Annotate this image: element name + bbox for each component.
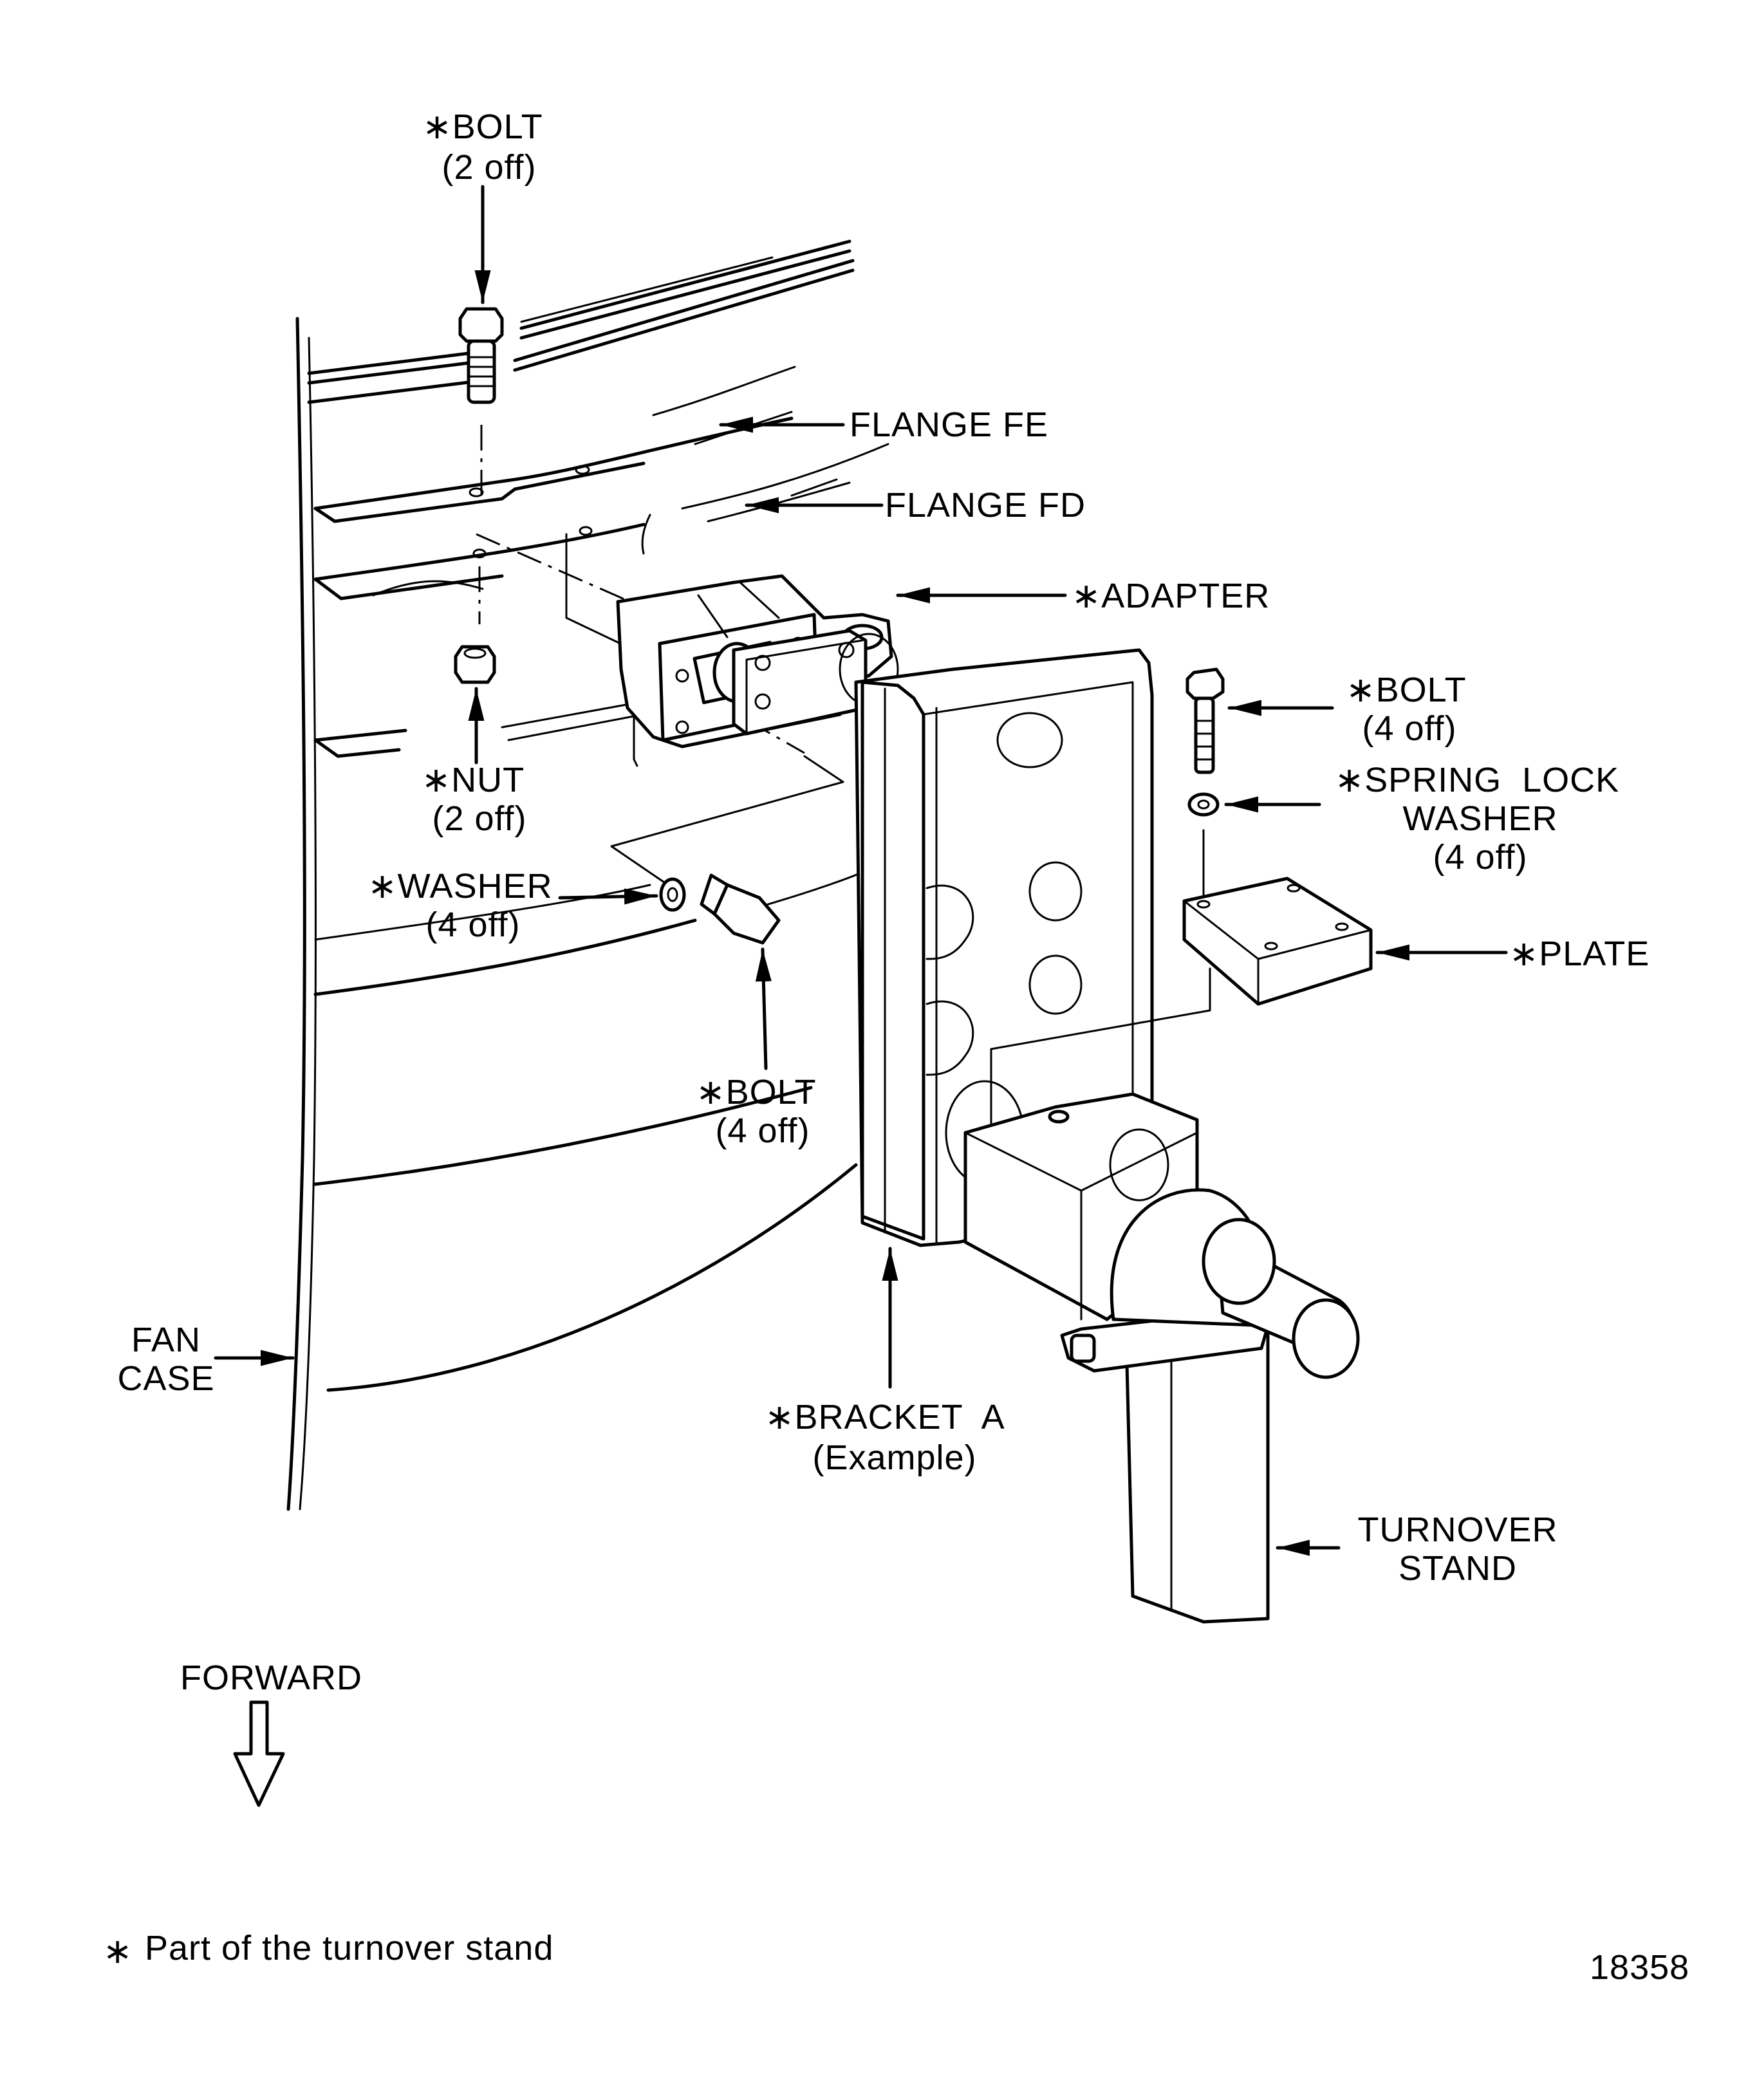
- label-bolt-lower-qty: (4 off): [715, 1111, 810, 1150]
- bolt-lower: [700, 873, 781, 945]
- bolt-right: [1185, 667, 1225, 774]
- flange-fe: [307, 239, 855, 523]
- spring-lock-washer: [1187, 792, 1220, 902]
- label-washer-qty: (4 off): [425, 906, 520, 944]
- nut: [454, 645, 496, 684]
- label-turnover: TURNOVER: [1357, 1510, 1557, 1549]
- label-bolt-top-qty: (2 off): [442, 148, 536, 187]
- label-washer: ∗WASHER: [367, 867, 552, 906]
- label-bolt-lower: ∗BOLT: [696, 1073, 816, 1111]
- label-nut-qty: (2 off): [432, 799, 526, 838]
- bracket-a: [854, 648, 1154, 1247]
- label-bracket-a: ∗BRACKET A: [765, 1398, 1005, 1436]
- label-spring-lock-washer-2: WASHER: [1402, 799, 1557, 838]
- label-nut: ∗NUT: [422, 761, 525, 799]
- label-flange-fe: FLANGE FE: [850, 405, 1048, 444]
- washer: [659, 877, 686, 912]
- footnote-text: Part of the turnover stand: [145, 1929, 553, 1967]
- fan-case: [286, 317, 864, 1511]
- flange-fd: [313, 443, 889, 600]
- lower-flange: [313, 700, 645, 758]
- label-bolt-right-qty: (4 off): [1362, 709, 1456, 748]
- figure-number: 18358: [1590, 1948, 1689, 1987]
- label-bolt-top: ∗BOLT: [422, 107, 543, 146]
- label-plate: ∗PLATE: [1509, 934, 1650, 973]
- label-bracket-a-qty: (Example): [812, 1438, 976, 1477]
- plate: [990, 877, 1373, 1124]
- mount-block: [732, 629, 899, 736]
- label-spring-lock-washer-qty: (4 off): [1433, 838, 1527, 877]
- hollow-down-arrow-icon: [233, 1700, 285, 1807]
- label-forward: FORWARD: [180, 1659, 362, 1697]
- leader-arrows: [214, 185, 1508, 1556]
- label-flange-fd: FLANGE FD: [885, 486, 1086, 525]
- turnover-stand: [1060, 1128, 1360, 1624]
- label-case: CASE: [117, 1359, 214, 1398]
- footnote-marker: ∗: [103, 1932, 133, 1971]
- bolt-top: [458, 307, 504, 496]
- label-bolt-right: ∗BOLT: [1346, 671, 1466, 709]
- label-fan: FAN: [131, 1321, 201, 1359]
- leader-bolt-lower: [755, 947, 772, 1070]
- label-spring-lock-washer: ∗SPRING LOCK: [1335, 761, 1619, 799]
- label-adapter: ∗ADAPTER: [1072, 577, 1270, 615]
- leader-washer: [558, 888, 658, 905]
- labels: ∗BOLT (2 off) FLANGE FE FLANGE FD ∗ADAPT…: [103, 107, 1689, 1987]
- label-stand: STAND: [1399, 1549, 1517, 1588]
